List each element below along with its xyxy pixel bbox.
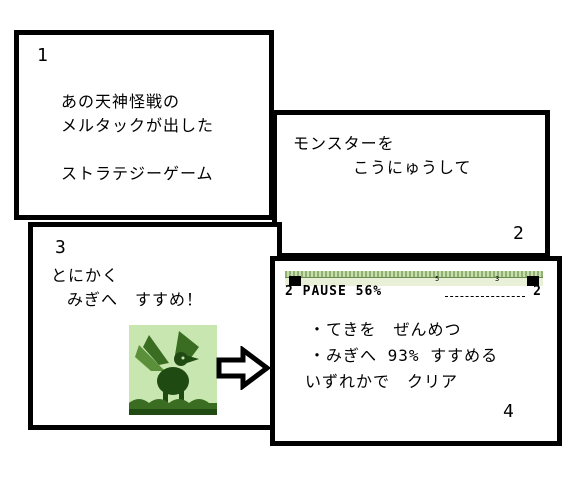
caption-line: メルタックが出した [61,116,215,135]
pause-bar-marker: 5 [435,275,440,283]
pause-percent: 56% [355,284,383,299]
panel-number: 4 [503,401,514,422]
right-arrow-icon [216,346,271,390]
condition-line: ・てきを ぜんめつ [309,320,462,339]
condition-line: ・みぎへ 93% すすめる [309,346,499,365]
panel-number: 2 [513,223,524,244]
pause-bar-marker: 3 [495,275,500,283]
caption-line: こうにゅうして [353,158,472,177]
condition-line: いずれかで クリア [305,372,459,391]
panel-1: 1 あの天神怪戦の メルタックが出した ストラテジーゲーム [14,30,274,220]
winged-dragon-sprite [129,325,217,415]
caption-line: みぎへ すすめ！ [67,290,204,309]
panel-4: 5 3 2 PAUSE 56% 2 ・てきを ぜんめつ ・みぎへ 93% すすめ… [270,256,562,446]
caption-line: ストラテジーゲーム [61,164,214,183]
caption-line: モンスターを [293,134,395,153]
pause-label: PAUSE [302,284,347,299]
caption-line: あの天神怪戦の [61,92,181,111]
pause-bar-text: 2 PAUSE 56% [285,285,382,298]
pause-status-bar: 5 3 2 PAUSE 56% 2 [285,271,543,299]
panel-2: モンスターを こうにゅうして 2 [272,110,550,258]
pause-right-number: 2 [533,284,541,299]
pause-left-number: 2 [285,284,294,299]
panel-number: 3 [55,237,66,258]
panel-number: 1 [37,45,48,66]
panel-3: 3 とにかく みぎへ すすめ！ [28,222,282,430]
caption-line: とにかく [51,266,120,285]
